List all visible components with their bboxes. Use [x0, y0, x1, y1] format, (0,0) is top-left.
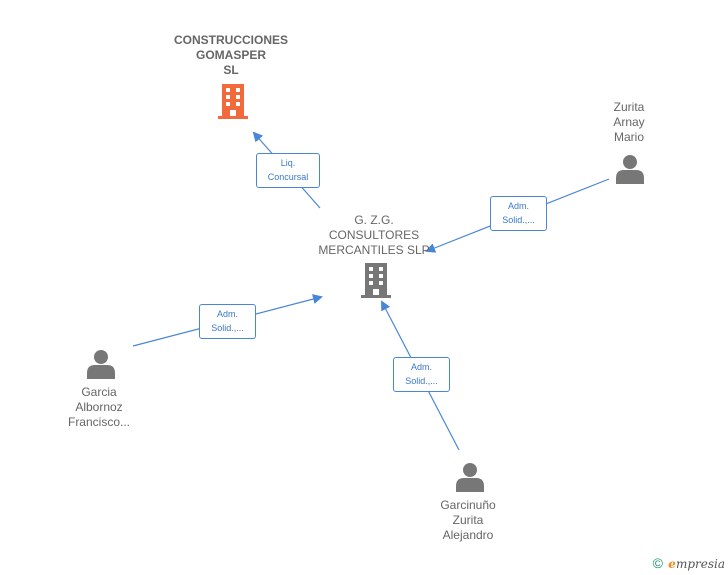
copyright-symbol: ©: [652, 555, 663, 571]
edge-label-liq-concursal[interactable]: Liq. Concursal: [256, 153, 320, 188]
building-icon[interactable]: [217, 83, 249, 119]
person-label-garcinuno[interactable]: Garcinuño Zurita Alejandro: [440, 498, 496, 542]
person-label-garcia-albornoz[interactable]: Garcia Albornoz Francisco...: [67, 385, 130, 429]
edge-label-garcinuno-adm[interactable]: Adm. Solid.,...: [393, 357, 450, 392]
person-icon[interactable]: [615, 154, 645, 184]
person-icon[interactable]: [455, 462, 485, 492]
person-label-zurita-arnay[interactable]: Zurita Arnay Mario: [613, 100, 645, 144]
building-icon[interactable]: [360, 262, 392, 298]
edge-label-zurita-adm[interactable]: Adm. Solid.,...: [490, 196, 547, 231]
brand-logo: empresia: [668, 557, 725, 571]
empresia-watermark: © empresia: [653, 555, 725, 571]
edge-label-garcia-adm[interactable]: Adm. Solid.,...: [199, 304, 256, 339]
company-label-construcciones[interactable]: CONSTRUCCIONES GOMASPER SL: [173, 33, 288, 77]
company-label-gzg[interactable]: G. Z.G. CONSULTORES MERCANTILES SLP: [318, 213, 430, 257]
person-icon[interactable]: [86, 349, 116, 379]
